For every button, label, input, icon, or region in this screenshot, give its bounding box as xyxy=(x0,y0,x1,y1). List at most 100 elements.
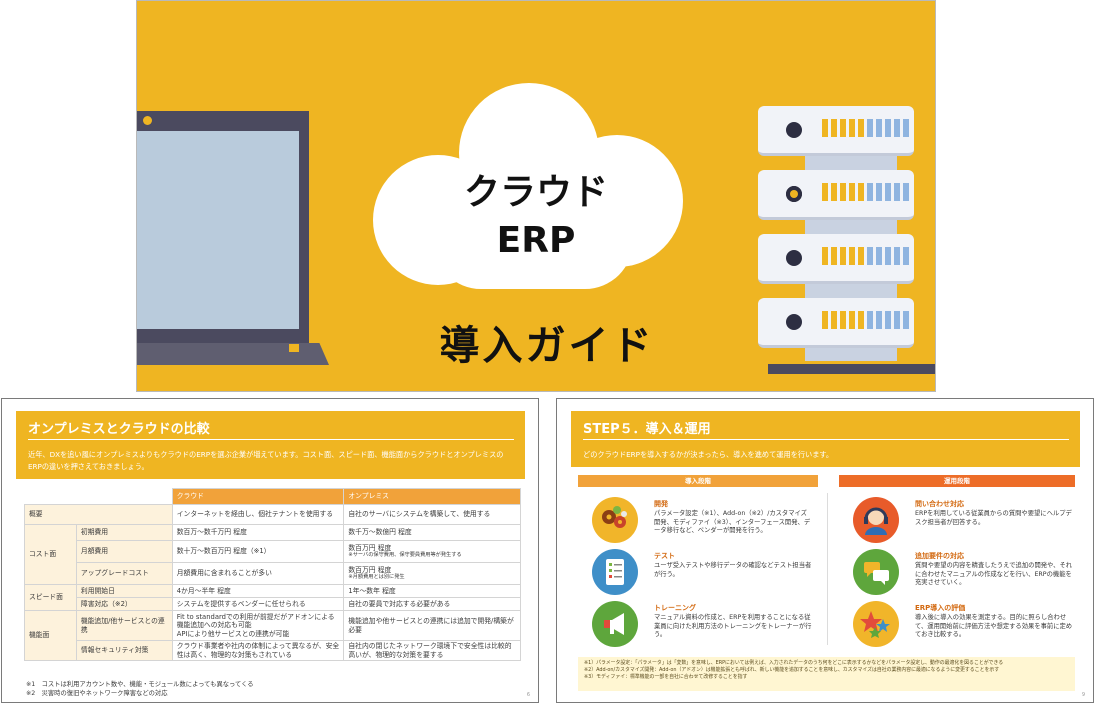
headset-icon xyxy=(853,497,899,543)
cell-onprem-main: 数百万円 程度 xyxy=(348,565,392,574)
item-desc: ユーザ受入テストや移行データの確認などテスト担当者が行う。 xyxy=(654,562,812,578)
table-row: アップグレードコスト 月額費用に含まれることが多い 数百万円 程度※月額費用とは… xyxy=(25,562,521,585)
item-title: トレーニング xyxy=(654,604,696,612)
step-item-test: テスト ユーザ受入テストや移行データの確認などテスト担当者が行う。 xyxy=(578,549,814,597)
cover-slide: クラウド ERP 導入ガイド xyxy=(136,0,936,392)
row-subcategory: 利用開始日 xyxy=(75,584,173,598)
server-led xyxy=(786,186,802,202)
server-bars xyxy=(822,311,909,329)
row-subcategory: 機能追加/他サービスとの連携 xyxy=(75,610,173,641)
lead-band xyxy=(16,447,525,479)
cell-cloud: クラウド事業者や社内の体制によって異なるが、安全性は高く、物理的な対策もされてい… xyxy=(171,639,345,662)
row-category: スピード面 xyxy=(24,584,77,611)
title-rule xyxy=(583,439,1069,440)
cell-onprem: 数百万円 程度※月額費用とは別に発生 xyxy=(343,562,521,585)
cell-onprem-note: ※サーバの保守費用、保守要員費用等が発生する xyxy=(348,552,462,559)
table-header-row: クラウド オンプレミス xyxy=(24,488,521,505)
page-number: 9 xyxy=(1081,692,1085,698)
cell-onprem: 自社内の閉じたネットワーク環境下で安全性は比較的高いが、物理的な対策を要する xyxy=(343,639,521,662)
column-header-implementation: 導入段階 xyxy=(578,475,818,487)
cell-cloud: Fit to standardでの利用が前提だがアドオンによる機能追加への対応も… xyxy=(171,610,345,641)
cell-cloud: 月額費用に含まれることが多い xyxy=(171,562,345,585)
step-item-additional: 追加要件の対応 質問や要望の内容を精査したうえで追加の開発や、それに合わせたマニ… xyxy=(839,549,1075,597)
checklist-icon xyxy=(592,549,638,595)
table-row: 月額費用 数十万～数百万円 程度（※1） 数百万円 程度※サーバの保守費用、保守… xyxy=(25,540,521,563)
chat-icon xyxy=(853,549,899,595)
header-onprem: オンプレミス xyxy=(343,488,521,505)
table-row: 概要 インターネットを経由し、個社テナントを使用する 自社のサーバにシステムを構… xyxy=(24,504,521,525)
cell-cloud-line1: Fit to standardでの利用が前提だがアドオンによる機能追加への対応も… xyxy=(176,612,335,630)
slide-lead: どのクラウドERPを導入するかが決まったら、導入を進めて運用を行います。 xyxy=(583,450,834,459)
table-row: 情報セキュリティ対策 クラウド事業者や社内の体制によって異なるが、安全性は高く、… xyxy=(25,639,521,662)
server-bars xyxy=(822,247,909,265)
item-title: 開発 xyxy=(654,500,668,508)
server-led xyxy=(786,314,802,330)
row-category: コスト面 xyxy=(24,524,77,585)
title-band xyxy=(16,411,525,447)
row-subcategory: 月額費用 xyxy=(75,540,173,563)
stars-icon xyxy=(853,601,899,647)
item-desc: パラメータ設定（※1）、Add-on（※2）/カスタマイズ開発、モディファイ（※… xyxy=(654,510,811,535)
cell-onprem: 自社のサーバにシステムを構築して、使用する xyxy=(343,504,521,525)
server-bars xyxy=(822,183,909,201)
row-subcategory: アップグレードコスト xyxy=(75,562,173,585)
gears-icon xyxy=(592,497,638,543)
laptop-indicator xyxy=(289,344,299,352)
cloud-label-line2: ERP xyxy=(496,220,576,261)
comparison-table: クラウド オンプレミス 概要 インターネットを経由し、個社テナントを使用する 自… xyxy=(24,488,521,662)
table-row: 機能面 機能追加/他サービスとの連携 Fit to standardでの利用が前… xyxy=(24,609,521,662)
cell-onprem: 数百万円 程度※サーバの保守費用、保守要員費用等が発生する xyxy=(343,540,521,563)
comparison-slide: オンプレミスとクラウドの比較 近年、DXを追い風にオンプレミスよりもクラウドのE… xyxy=(1,398,539,703)
cell-cloud: インターネットを経由し、個社テナントを使用する xyxy=(171,504,345,525)
step5-slide: STEP５．導入＆運用 どのクラウドERPを導入するかが決まったら、導入を進めて… xyxy=(556,398,1094,703)
cell-onprem: 機能追加や他サービスとの連携には追加で開発/構築が必要 xyxy=(343,610,521,641)
header-cloud: クラウド xyxy=(171,488,345,505)
step-item-inquiry: 問い合わせ対応 ERPを利用している従業員からの質問や要望にヘルプデスク担当者が… xyxy=(839,497,1075,545)
step-item-training: トレーニング マニュアル資料の作成と、ERPを利用することになる従業員に向けた利… xyxy=(578,601,814,649)
item-title: ERP導入の評価 xyxy=(915,604,966,612)
item-desc: ERPを利用している従業員からの質問や要望にヘルプデスク担当者が回答する。 xyxy=(915,510,1072,526)
column-divider xyxy=(827,493,828,645)
cell-onprem: 自社の要員で対応する必要がある xyxy=(343,597,521,611)
item-title: テスト xyxy=(654,552,675,560)
table-corner xyxy=(24,488,173,505)
footnote: ※1 コストは利用アカウント数や、機能・モジュール数によっても異なってくる xyxy=(26,681,254,688)
cloud-label-line1: クラウド xyxy=(463,172,608,213)
megaphone-icon xyxy=(592,601,638,647)
cell-cloud: 4か月～半年 程度 xyxy=(171,584,345,598)
item-title: 追加要件の対応 xyxy=(915,552,964,560)
laptop-display xyxy=(137,131,299,329)
table-row: 障害対応（※2） システムを提供するベンダーに任せられる 自社の要員で対応する必… xyxy=(25,597,521,611)
table-row: コスト面 初期費用 数百万～数千万円 程度 数千万～数億円 程度 xyxy=(24,524,521,585)
cell-cloud: 数十万～数百万円 程度（※1） xyxy=(171,540,345,563)
slide-title: オンプレミスとクラウドの比較 xyxy=(28,422,210,437)
server-unit xyxy=(758,170,914,220)
cell-onprem: 1年～数年 程度 xyxy=(343,584,521,598)
lead-band xyxy=(571,447,1080,467)
cloud-label: クラウド ERP xyxy=(373,169,699,265)
column-header-operation: 運用段階 xyxy=(839,475,1075,487)
row-category: 機能面 xyxy=(24,609,77,662)
slide-lead: 近年、DXを追い風にオンプレミスよりもクラウドのERPを選ぶ企業が増えています。… xyxy=(28,450,504,471)
title-rule xyxy=(28,439,514,440)
row-subcategory: 初期費用 xyxy=(75,524,173,541)
cell-cloud: システムを提供するベンダーに任せられる xyxy=(171,597,345,611)
row-subcategory: 障害対応（※2） xyxy=(75,597,173,611)
title-band xyxy=(571,411,1080,447)
table-row: スピード面 利用開始日 4か月～半年 程度 1年～数年 程度 xyxy=(24,584,521,611)
server-unit xyxy=(758,106,914,156)
laptop-camera xyxy=(143,116,152,125)
item-desc: 質問や要望の内容を精査したうえで追加の開発や、それに合わせたマニュアルの作成など… xyxy=(915,562,1073,587)
cell-onprem-main: 数百万円 程度 xyxy=(348,543,392,552)
cell-cloud-line2: APIにより他サービスとの連携が可能 xyxy=(176,629,290,638)
cell-onprem: 数千万～数億円 程度 xyxy=(343,524,521,541)
footnotes: ※1 コストは利用アカウント数や、機能・モジュール数によっても異なってくる ※2… xyxy=(26,681,254,698)
server-unit xyxy=(758,298,914,348)
cover-title: 導入ガイド xyxy=(439,323,655,369)
note: ※3）モディファイ：標準機能の一部を自社に合わせて改修することを指す xyxy=(584,674,748,680)
server-bars xyxy=(822,119,909,137)
server-led xyxy=(786,250,802,266)
laptop-base xyxy=(137,343,329,365)
cell-cloud: 数百万～数千万円 程度 xyxy=(171,524,345,541)
